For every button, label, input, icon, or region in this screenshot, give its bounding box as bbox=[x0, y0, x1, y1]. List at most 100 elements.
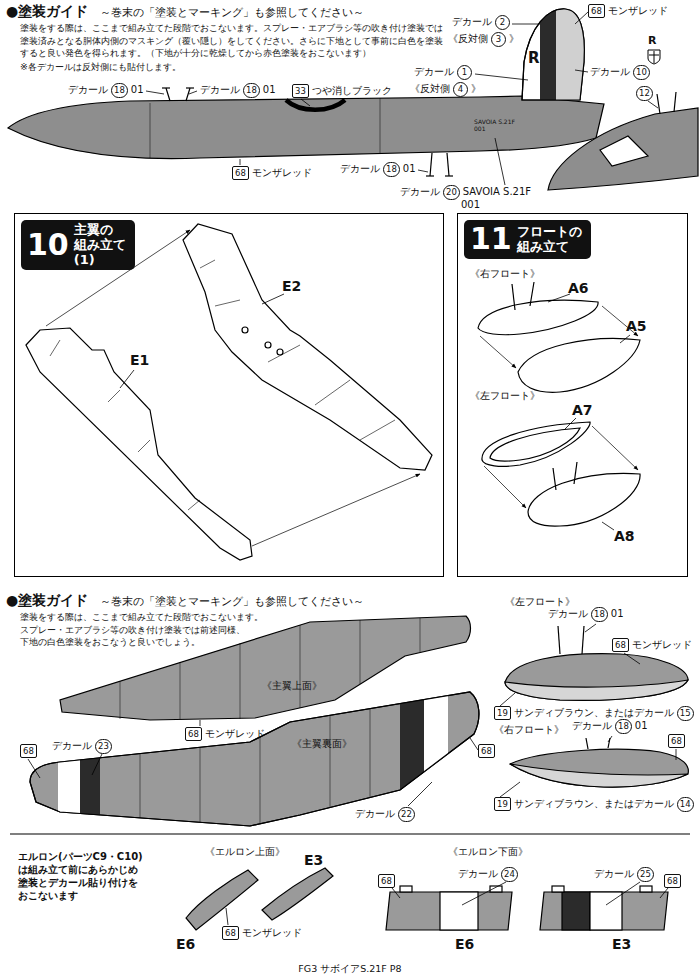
part-name: E6 bbox=[176, 936, 195, 952]
wing-painting bbox=[420, 618, 421, 652]
callout-label: デカール bbox=[400, 186, 440, 198]
decal-number: 23 bbox=[95, 739, 112, 754]
float-painting bbox=[505, 680, 688, 700]
float-part bbox=[512, 284, 515, 310]
note-text: 塗装をする際は、ここまで組み立てた段階でおこないます。 スプレー・エアブラシ等の… bbox=[20, 611, 272, 649]
float-painting bbox=[510, 764, 688, 787]
step-number: 11 bbox=[470, 222, 512, 256]
leader-line bbox=[200, 720, 201, 726]
paint-number: 68 bbox=[612, 638, 629, 652]
callout-label: つや消しブラック bbox=[312, 85, 392, 97]
float-painting bbox=[586, 738, 588, 749]
wing-painting bbox=[300, 625, 301, 708]
assembly-line bbox=[484, 466, 526, 508]
float-part bbox=[528, 473, 640, 526]
decal-number: 12 bbox=[636, 86, 653, 101]
nose-detail bbox=[600, 136, 648, 166]
callout-label: 《左フロート》 bbox=[505, 596, 575, 608]
section-heading: ●塗装ガイド bbox=[6, 3, 88, 19]
aileron-painting bbox=[552, 886, 564, 892]
wing-part bbox=[315, 380, 350, 405]
callout-label: モンザレッド bbox=[252, 167, 312, 179]
insignia bbox=[649, 55, 659, 56]
callout-label: デカール bbox=[452, 16, 492, 28]
callout-label: 《左フロート》 bbox=[470, 390, 540, 402]
wing-painting bbox=[180, 662, 181, 719]
wing-painting bbox=[200, 747, 201, 822]
step-title: フロートの 組み立て bbox=[517, 224, 582, 254]
wing-painting bbox=[400, 680, 424, 810]
fuselage-side-view bbox=[380, 98, 381, 154]
fuselage-side-view bbox=[447, 153, 449, 176]
assembly-line bbox=[46, 230, 420, 546]
leader-line bbox=[575, 70, 588, 72]
wing-part bbox=[50, 340, 60, 356]
leader-line bbox=[240, 159, 241, 165]
step-header: 10主翼の 組み立て(1) bbox=[21, 220, 135, 270]
separator bbox=[10, 833, 690, 834]
callout-label: デカール bbox=[68, 84, 108, 96]
leader-line bbox=[28, 759, 40, 778]
leader-line bbox=[500, 782, 520, 797]
fuselage-side-view bbox=[186, 87, 194, 88]
callout-label: モンザレッド bbox=[242, 927, 302, 939]
wing-part bbox=[215, 300, 240, 306]
float-part bbox=[574, 462, 577, 484]
leader-line bbox=[512, 24, 540, 25]
callout-label: 《エルロン下面》 bbox=[448, 846, 528, 858]
fuselage-side-view bbox=[162, 87, 170, 88]
part-name: A5 bbox=[626, 318, 647, 334]
decal-number: 18 bbox=[243, 83, 260, 98]
callout-label: 01 bbox=[635, 720, 648, 732]
wing-painting bbox=[30, 616, 479, 830]
leader-line bbox=[575, 12, 588, 24]
decal-number: 1 bbox=[457, 65, 472, 80]
aileron-painting bbox=[186, 870, 258, 930]
leader-line bbox=[301, 99, 310, 106]
paint-number: 68 bbox=[20, 744, 37, 758]
callout-label: 《エルロン上面》 bbox=[205, 846, 285, 858]
fuselage-side-view bbox=[8, 0, 604, 176]
paint-number: 68 bbox=[588, 4, 605, 18]
callout-label: デカール bbox=[200, 84, 240, 96]
paint-number: 68 bbox=[185, 727, 202, 741]
wing-part bbox=[183, 224, 432, 470]
marking-letter: R bbox=[648, 34, 656, 47]
paint-number: 33 bbox=[292, 84, 309, 98]
callout-label: モンザレッド bbox=[205, 728, 265, 740]
leader-line bbox=[462, 882, 506, 905]
aileron-painting bbox=[186, 868, 668, 930]
leader-line bbox=[408, 782, 432, 806]
fuselage-side-view bbox=[522, 9, 584, 100]
aileron-painting bbox=[562, 892, 590, 930]
assembly-line bbox=[592, 426, 638, 470]
callout-label: デカール bbox=[355, 808, 395, 820]
callout-label: 《右フロート》 bbox=[494, 724, 564, 736]
callout-label: デカール bbox=[414, 66, 454, 78]
callout-label: モンザレッド bbox=[608, 5, 668, 17]
callout-label: 01 bbox=[131, 84, 144, 96]
callout-label: サンディブラウン、またはデカール bbox=[514, 798, 674, 810]
paint-number: 68 bbox=[664, 874, 681, 888]
fuselage-side-view bbox=[430, 153, 432, 176]
marking-letter: R bbox=[528, 50, 540, 67]
paint-number: 19 bbox=[494, 797, 511, 811]
decal-number: 24 bbox=[501, 867, 518, 882]
float-part bbox=[518, 338, 640, 392]
decal-number: 15 bbox=[677, 706, 694, 721]
page-footer: FG3 サボイアS.21F P8 bbox=[298, 963, 401, 974]
insignia bbox=[648, 50, 660, 64]
decal-number: 4 bbox=[453, 82, 468, 97]
fuselage-side-view bbox=[150, 103, 151, 158]
decal-number: 25 bbox=[637, 867, 654, 882]
leader-line bbox=[608, 736, 612, 742]
callout-label: 》 bbox=[509, 33, 519, 45]
wing-painting bbox=[260, 737, 261, 824]
step-title: 主翼の 組み立て(1) bbox=[74, 222, 126, 267]
callout-label: デカール bbox=[572, 720, 612, 732]
part-name: E6 bbox=[455, 936, 474, 952]
paint-number: 68 bbox=[378, 874, 395, 888]
wing-part bbox=[265, 342, 271, 348]
